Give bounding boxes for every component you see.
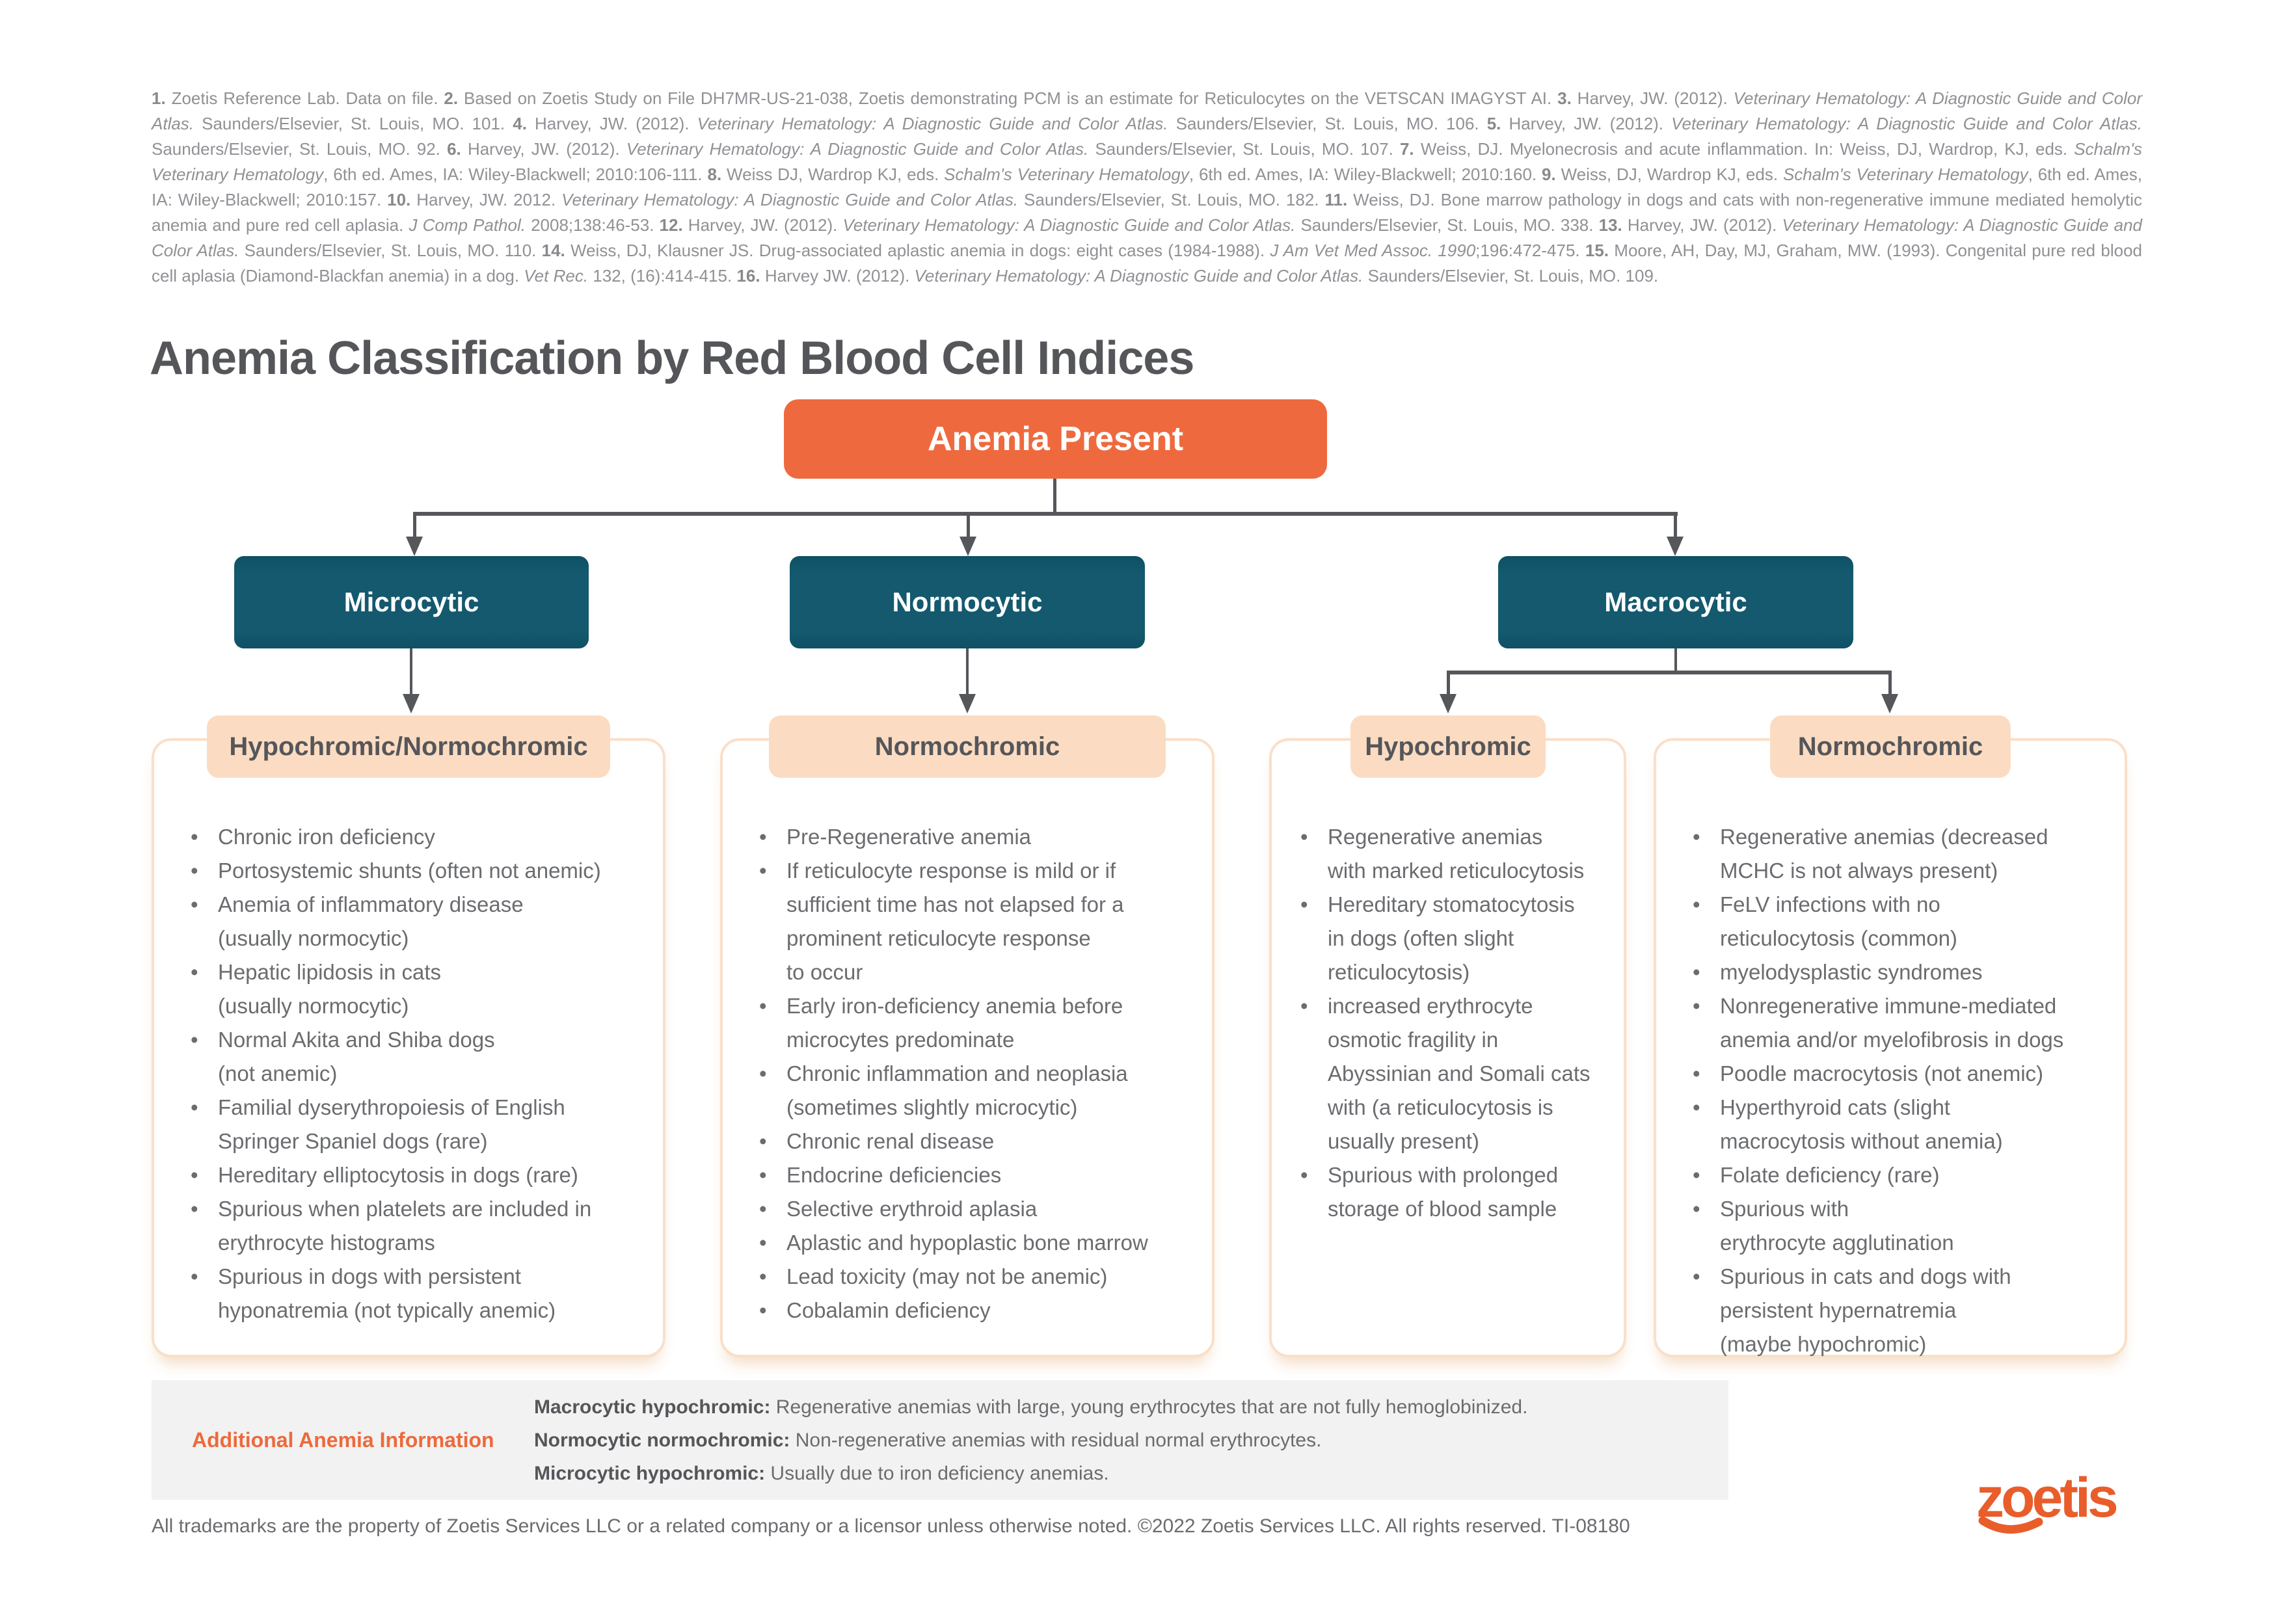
list-item: •Anemia of inflammatory disease (usually… [191, 892, 524, 950]
list-item: •Early iron-deficiency anemia before mic… [759, 994, 1123, 1052]
info-line: Microcytic hypochromic: Usually due to i… [534, 1463, 1109, 1484]
list-item: •Aplastic and hypoplastic bone marrow [759, 1231, 1148, 1255]
zoetis-logo: zoetis [1972, 1465, 2135, 1543]
list-item: •Cobalamin deficiency [759, 1298, 991, 1322]
list-item: •Hyperthyroid cats (slight macrocytosis … [1693, 1095, 2003, 1153]
list-item: •Spurious with erythrocyte agglutination [1693, 1197, 1954, 1255]
card-normocytic-normochromic: •Pre-Regenerative anemia •If reticulocyte… [720, 738, 1215, 1357]
card-microcytic-hypochromic-normochromic: •Chronic iron deficiency •Portosystemic s… [152, 738, 665, 1357]
list-item: •Poodle macrocytosis (not anemic) [1693, 1061, 2044, 1085]
list-item: •Endocrine deficiencies [759, 1163, 1002, 1187]
list-item: •Normal Akita and Shiba dogs (not anemic… [191, 1028, 495, 1085]
list-item: •Regenerative anemias (decreased MCHC is… [1693, 825, 2048, 883]
list-item: •myelodysplastic syndromes [1693, 960, 1983, 984]
list-item: •FeLV infections with no reticulocytosis… [1693, 892, 1957, 950]
list-item: •Portosystemic shunts (often not anemic) [191, 859, 601, 883]
bullet-list: •Regenerative anemias with marked reticu… [1272, 741, 1624, 1226]
card-macrocytic-hypochromic: •Regenerative anemias with marked reticu… [1269, 738, 1626, 1357]
list-item: •Hereditary elliptocytosis in dogs (rare… [191, 1163, 578, 1187]
list-item: •Selective erythroid aplasia [759, 1197, 1038, 1221]
pill-hypochromic-normochromic: Hypochromic/Normochromic [207, 715, 610, 778]
list-item: •Chronic inflammation and neoplasia (som… [759, 1061, 1128, 1119]
list-item: •Spurious in dogs with persistent hypona… [191, 1264, 556, 1322]
bullet-list: •Pre-Regenerative anemia •If reticulocyte… [723, 741, 1212, 1327]
arrowhead-normo [960, 537, 976, 556]
list-item: •Spurious with prolonged storage of bloo… [1300, 1163, 1559, 1221]
references: 1. Zoetis Reference Lab. Data on file. 2… [152, 88, 2143, 286]
list-item: •Familial dyserythropoiesis of English S… [191, 1095, 565, 1153]
additional-info-label: Additional Anemia Information [192, 1428, 494, 1452]
page-title: Anemia Classification by Red Blood Cell … [150, 332, 1194, 385]
list-item: •If reticulocyte response is mild or if … [759, 859, 1124, 984]
arrowhead-normo-pill [959, 694, 976, 713]
connector-arrow-line-micro [413, 512, 416, 538]
list-item: •Hereditary stomatocytosis in dogs (ofte… [1300, 892, 1575, 984]
bullet-list: •Regenerative anemias (decreased MCHC is… [1656, 741, 2125, 1361]
info-line: Normocytic normochromic: Non-regenerativ… [534, 1430, 1322, 1451]
node-macrocytic: Macrocytic [1498, 556, 1853, 648]
list-item: •Spurious when platelets are included in… [191, 1197, 592, 1255]
arrowhead-micro [406, 537, 423, 556]
list-item: •Lead toxicity (may not be anemic) [759, 1264, 1108, 1288]
list-item: •Regenerative anemias with marked reticu… [1300, 825, 1585, 883]
connector-root-stub [1053, 479, 1056, 514]
connector-normo-pill [966, 648, 969, 695]
list-item: •increased erythrocyte osmotic fragility… [1300, 994, 1591, 1153]
connector-macro-left-line [1447, 671, 1450, 695]
connector-arrow-line-normo [967, 512, 970, 538]
connector-arrow-line-macro [1674, 512, 1677, 538]
card-macrocytic-normochromic: •Regenerative anemias (decreased MCHC is… [1654, 738, 2127, 1357]
list-item: •Pre-Regenerative anemia [759, 825, 1032, 849]
zoetis-logo-graphic: zoetis [1976, 1467, 2120, 1534]
list-item: •Spurious in cats and dogs with persiste… [1693, 1264, 2011, 1356]
arrowhead-macro-hypo [1440, 694, 1456, 713]
zoetis-logo-swoosh [1978, 1516, 2043, 1534]
connector-macro-stub [1674, 648, 1677, 672]
pill-hypochromic: Hypochromic [1350, 715, 1546, 778]
additional-info-lines: Macrocytic hypochromic: Regenerative ane… [534, 1391, 1527, 1490]
bullet-list: •Chronic iron deficiency •Portosystemic s… [154, 741, 663, 1327]
pill-normochromic: Normochromic [769, 715, 1166, 778]
node-anemia-present: Anemia Present [784, 399, 1327, 479]
list-item: •Hepatic lipidosis in cats (usually norm… [191, 960, 441, 1018]
list-item: •Chronic renal disease [759, 1129, 995, 1153]
footer-legal-text: All trademarks are the property of Zoeti… [152, 1515, 1630, 1537]
connector-macro-split-bar [1447, 671, 1892, 674]
connector-branch-bar [414, 512, 1678, 516]
list-item: •Folate deficiency (rare) [1693, 1163, 1940, 1187]
connector-micro-pill [410, 648, 412, 695]
pill-normochromic-macro: Normochromic [1770, 715, 2011, 778]
arrowhead-micro-pill [403, 694, 420, 713]
node-microcytic: Microcytic [234, 556, 589, 648]
zoetis-logo-text: zoetis [1976, 1467, 2117, 1529]
connector-macro-right-line [1888, 671, 1892, 695]
node-normocytic: Normocytic [790, 556, 1145, 648]
arrowhead-macro [1667, 537, 1684, 556]
additional-info-box: Additional Anemia Information Macrocytic… [152, 1380, 1728, 1500]
arrowhead-macro-normo [1881, 694, 1898, 713]
info-line: Macrocytic hypochromic: Regenerative ane… [534, 1396, 1528, 1418]
list-item: •Chronic iron deficiency [191, 825, 435, 849]
list-item: •Nonregenerative immune-mediated anemia … [1693, 994, 2064, 1052]
